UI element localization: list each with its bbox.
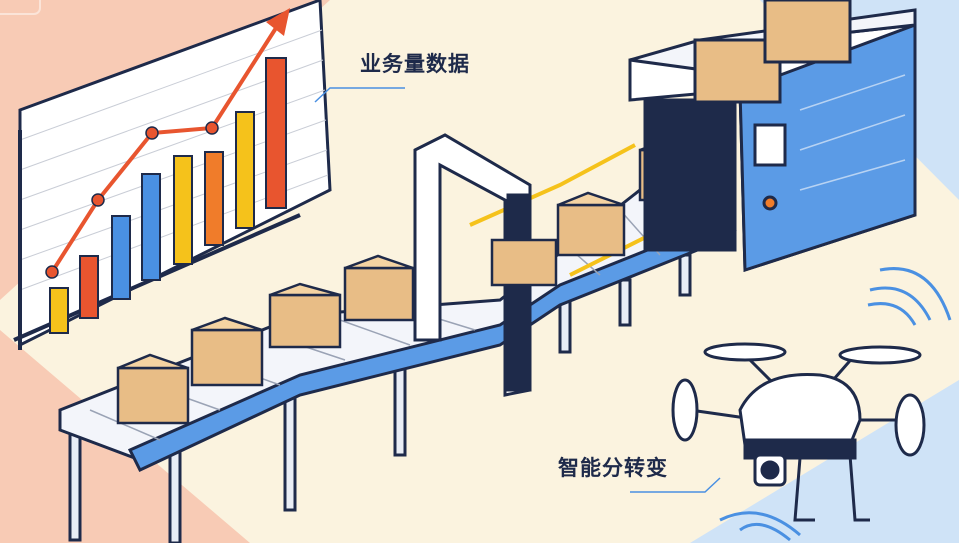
cardboard-box bbox=[343, 254, 415, 322]
cardboard-box bbox=[556, 191, 626, 257]
cardboard-box bbox=[490, 238, 558, 287]
sorting-machine bbox=[628, 0, 917, 273]
business-volume-data-label: 业务量数据 bbox=[360, 52, 470, 76]
intelligent-sorting-label: 智能分转变 bbox=[558, 456, 668, 480]
cardboard-box bbox=[116, 353, 190, 425]
cardboard-box bbox=[268, 282, 342, 349]
cardboard-box bbox=[190, 316, 264, 387]
callout-line-chart bbox=[314, 87, 405, 103]
callout-line-drone bbox=[630, 477, 721, 493]
bar-chart-board bbox=[13, 0, 332, 350]
drone bbox=[671, 342, 926, 522]
wireless-signal-icon bbox=[719, 267, 952, 542]
